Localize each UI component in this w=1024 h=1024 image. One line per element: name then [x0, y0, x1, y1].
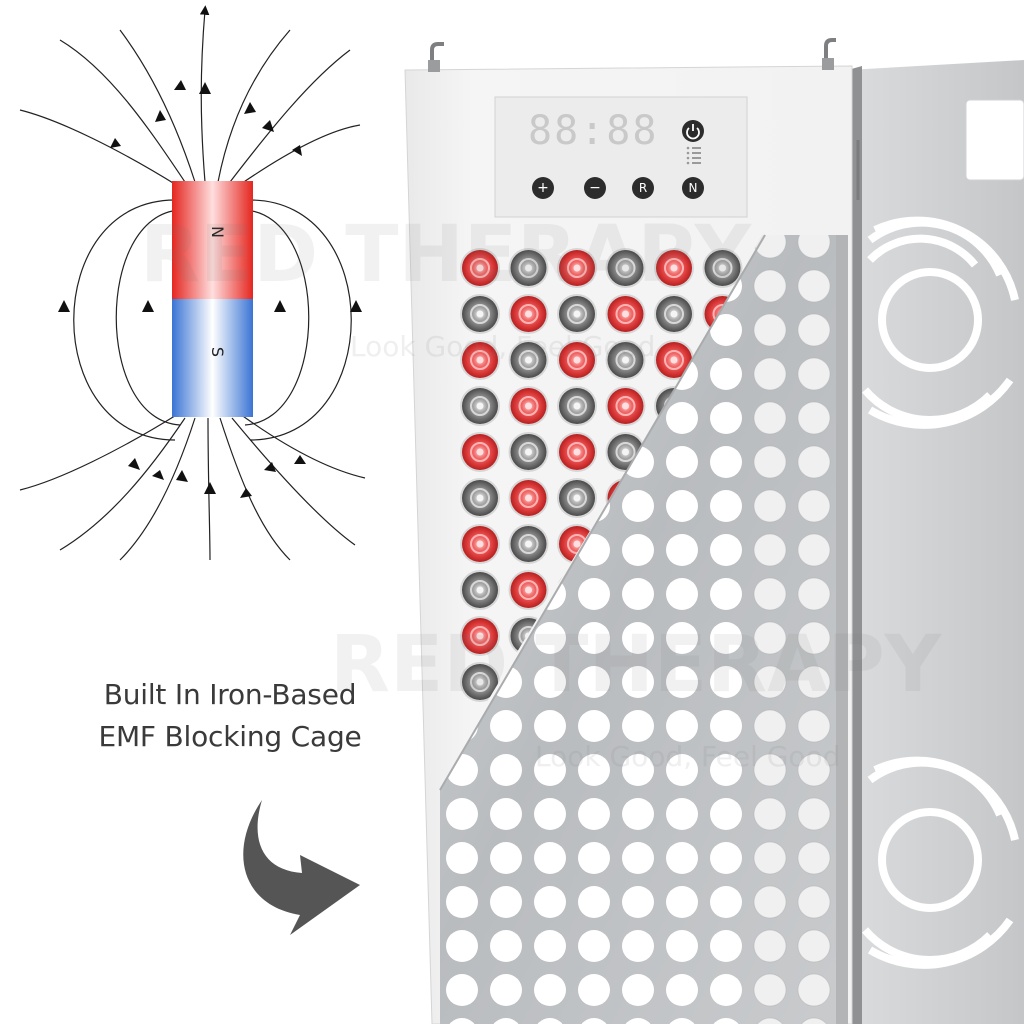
led-red [460, 616, 500, 656]
led-silver [702, 248, 743, 288]
led-silver [605, 340, 646, 380]
led-red [508, 478, 549, 518]
emf-blocking-cage [439, 234, 848, 1024]
led-silver [508, 432, 549, 472]
led-silver [557, 294, 597, 334]
north-label: N [208, 226, 227, 238]
caption-line-2: EMF Blocking Cage [98, 720, 362, 753]
led-silver [557, 386, 597, 426]
led-red [508, 294, 549, 334]
led-silver [460, 294, 500, 334]
led-silver [460, 570, 500, 610]
south-label: S [208, 347, 227, 357]
led-red [557, 432, 597, 472]
led-red [508, 570, 549, 610]
timer-display: 88:88 [528, 108, 659, 154]
control-buttons [532, 120, 704, 199]
field-arrows [58, 80, 362, 498]
led-red [654, 340, 694, 380]
fan-vent-bottom [861, 756, 1019, 969]
field-lines [19, 5, 366, 561]
magnet-north-pole [172, 181, 253, 299]
fan-vent-top [861, 216, 1019, 429]
magnet-field-diagram: N S [19, 5, 366, 561]
power-icon [686, 127, 700, 140]
control-panel [494, 96, 748, 218]
device-side-housing [848, 60, 1024, 1024]
led-red [605, 386, 646, 426]
button-r-label[interactable]: R [638, 181, 648, 195]
curved-arrow-icon [243, 800, 360, 935]
led-red [460, 432, 500, 472]
led-red [654, 248, 694, 288]
led-red [557, 340, 597, 380]
led-silver [508, 524, 549, 564]
led-silver [557, 478, 597, 518]
led-silver [460, 478, 500, 518]
led-silver [605, 248, 646, 288]
led-silver [654, 294, 694, 334]
led-silver [508, 340, 549, 380]
led-red [460, 248, 500, 288]
button-n-label[interactable]: N [688, 181, 698, 195]
caption-line-1: Built In Iron-Based [103, 678, 357, 711]
led-red [508, 386, 549, 426]
led-silver [460, 662, 500, 702]
led-silver [460, 386, 500, 426]
magnet-south-pole [172, 299, 253, 417]
button-plus-label[interactable]: + [537, 180, 549, 196]
led-silver [508, 248, 549, 288]
led-red [557, 248, 597, 288]
button-minus-label[interactable]: − [589, 180, 601, 196]
led-red [460, 524, 500, 564]
led-red [460, 340, 500, 380]
led-red [605, 294, 646, 334]
